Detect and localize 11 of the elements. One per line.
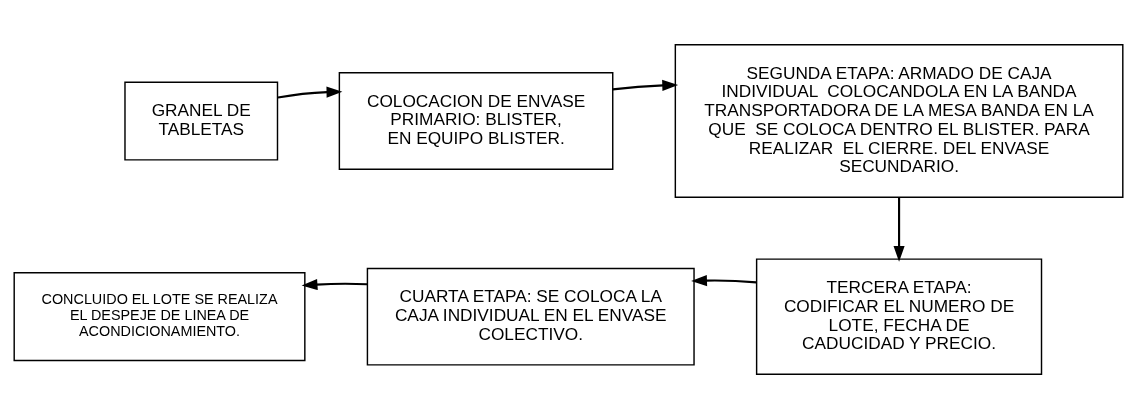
node-box: CUARTA ETAPA: SE COLOCA LA CAJA INDIVIDUAL EN EL ENVASE COLECTIVO. bbox=[366, 267, 695, 366]
arrow bbox=[612, 79, 679, 91]
node-box: GRANEL DE TABLETAS bbox=[124, 81, 279, 161]
node-box: SEGUNDA ETAPA: ARMADO DE CAJA INDIVIDUAL COLOCANDOLA EN LA BANDA TRANSPORTADORA DE LA MESA BANDA EN LA QUE SE COLOCA DENTRO EL BLISTER. PARA REALIZAR EL CIERRE. DEL ENVASE SECUNDARIO. bbox=[674, 44, 1124, 198]
arrow bbox=[301, 278, 368, 291]
node-box: CONCLUIDO EL LOTE SE REALIZA EL DESPEJE DE LINEA DE ACONDICIONAMIENTO. bbox=[13, 272, 306, 362]
arrow bbox=[691, 275, 757, 287]
node-box: COLOCACION DE ENVASE PRIMARIO: BLISTER, EN EQUIPO BLISTER. bbox=[338, 72, 614, 170]
node-box: TERCERA ETAPA: CODIFICAR EL NUMERO DE LOTE, FECHA DE CADUCIDAD Y PRECIO. bbox=[755, 258, 1043, 375]
arrow bbox=[277, 86, 343, 99]
arrow bbox=[893, 197, 905, 262]
